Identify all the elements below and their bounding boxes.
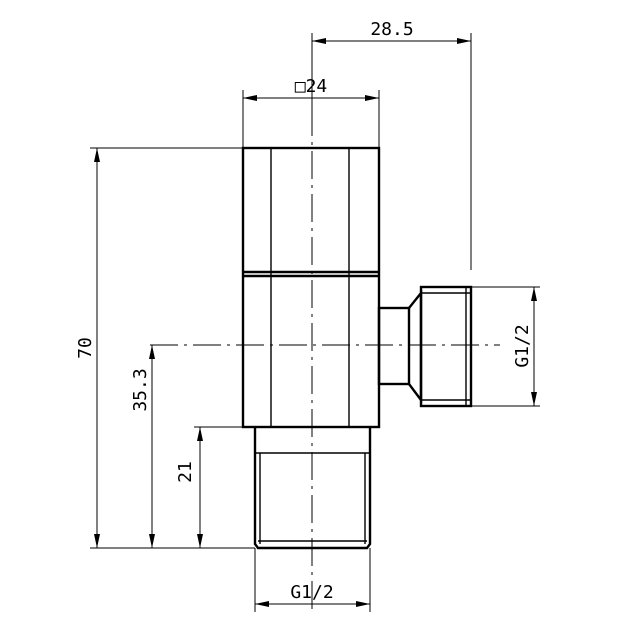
outlet-nut [419, 285, 473, 408]
outlet-taper [408, 289, 423, 404]
dimension-24: □24 [243, 76, 379, 101]
dimension-21: 21 [175, 427, 203, 548]
outlet-neck [377, 306, 411, 386]
dimension-label-21: 21 [175, 461, 196, 483]
side-outlet-fitting [377, 285, 473, 408]
dimension-label-g12-side: G1/2 [512, 324, 533, 367]
dimension-label-g12-bottom: G1/2 [290, 582, 333, 603]
dimension-label-70: 70 [75, 337, 96, 359]
dimension-label-24: □24 [295, 76, 328, 97]
dimension-label-35-3: 35.3 [130, 368, 151, 411]
hex-body-outline [241, 146, 381, 429]
dimension-label-28-5: 28.5 [370, 19, 413, 40]
dimension-g12-bottom: G1/2 [255, 582, 370, 607]
dimension-35-3: 35.3 [130, 345, 155, 548]
extension-lines [90, 33, 540, 612]
dimension-28-5: 28.5 [312, 19, 471, 44]
dimension-70: 70 [75, 148, 100, 548]
dimension-g12-side: G1/2 [512, 287, 537, 406]
square-symbol: □ [295, 76, 306, 97]
valve-body [241, 146, 381, 429]
